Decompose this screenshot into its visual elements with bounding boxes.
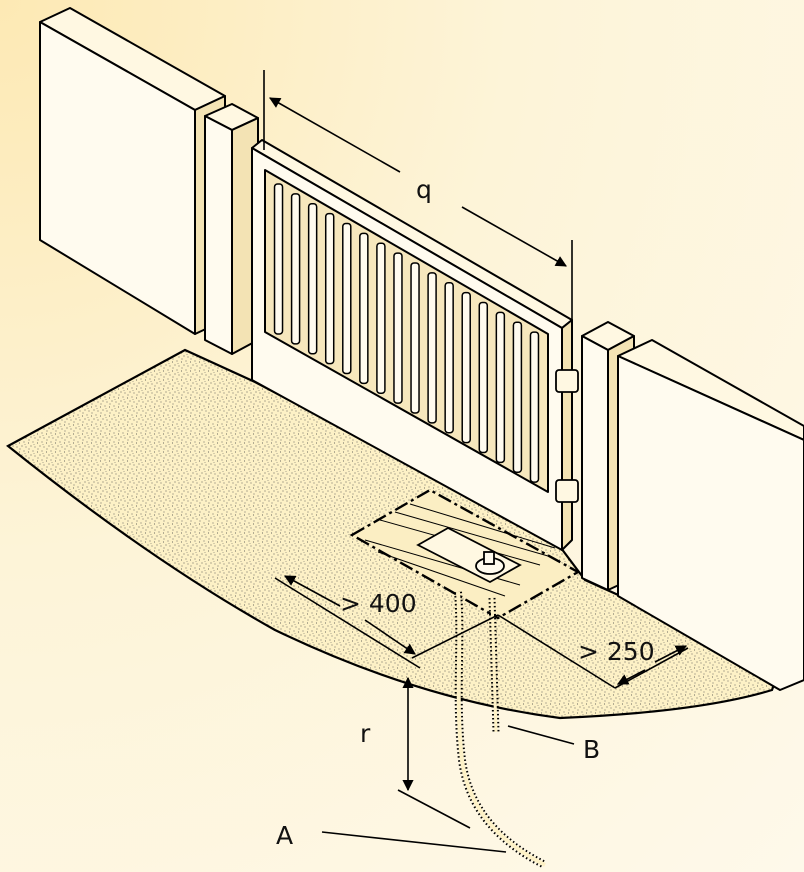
gate-bar <box>290 193 301 345</box>
right-wall <box>617 339 804 691</box>
leader-b <box>507 725 575 745</box>
left-post <box>204 103 259 355</box>
gate-bar <box>342 222 352 375</box>
gate-bar <box>495 311 506 464</box>
gate-bar <box>529 331 540 483</box>
label-q: q <box>416 175 432 204</box>
dimension-q <box>263 70 573 320</box>
gate-bar <box>307 202 318 355</box>
leader-a <box>321 831 507 853</box>
gate-leaf <box>251 139 573 551</box>
label-r: r <box>360 719 371 748</box>
gate-bar <box>478 301 489 454</box>
label-a: A <box>276 821 293 850</box>
dimension-r <box>397 676 471 829</box>
gate-bar <box>359 232 369 385</box>
gate-bar <box>273 183 284 335</box>
label-dim-250: > 250 <box>578 637 655 666</box>
gate-bars <box>273 183 540 483</box>
gate-bar <box>427 272 437 424</box>
label-b: B <box>583 735 600 764</box>
gate-bar <box>324 212 335 365</box>
dimension-400 <box>274 575 499 669</box>
operator-plate <box>416 526 522 584</box>
gate-bar <box>376 242 386 394</box>
gate-bar <box>512 321 523 473</box>
gate-bar <box>393 252 403 404</box>
gate-bar <box>410 262 420 414</box>
left-wall <box>39 7 226 335</box>
label-dim-400: > 400 <box>340 589 417 618</box>
gate-bar <box>444 281 454 434</box>
hinges <box>555 369 579 503</box>
dimension-250 <box>497 614 689 689</box>
gate-bar <box>461 291 471 444</box>
